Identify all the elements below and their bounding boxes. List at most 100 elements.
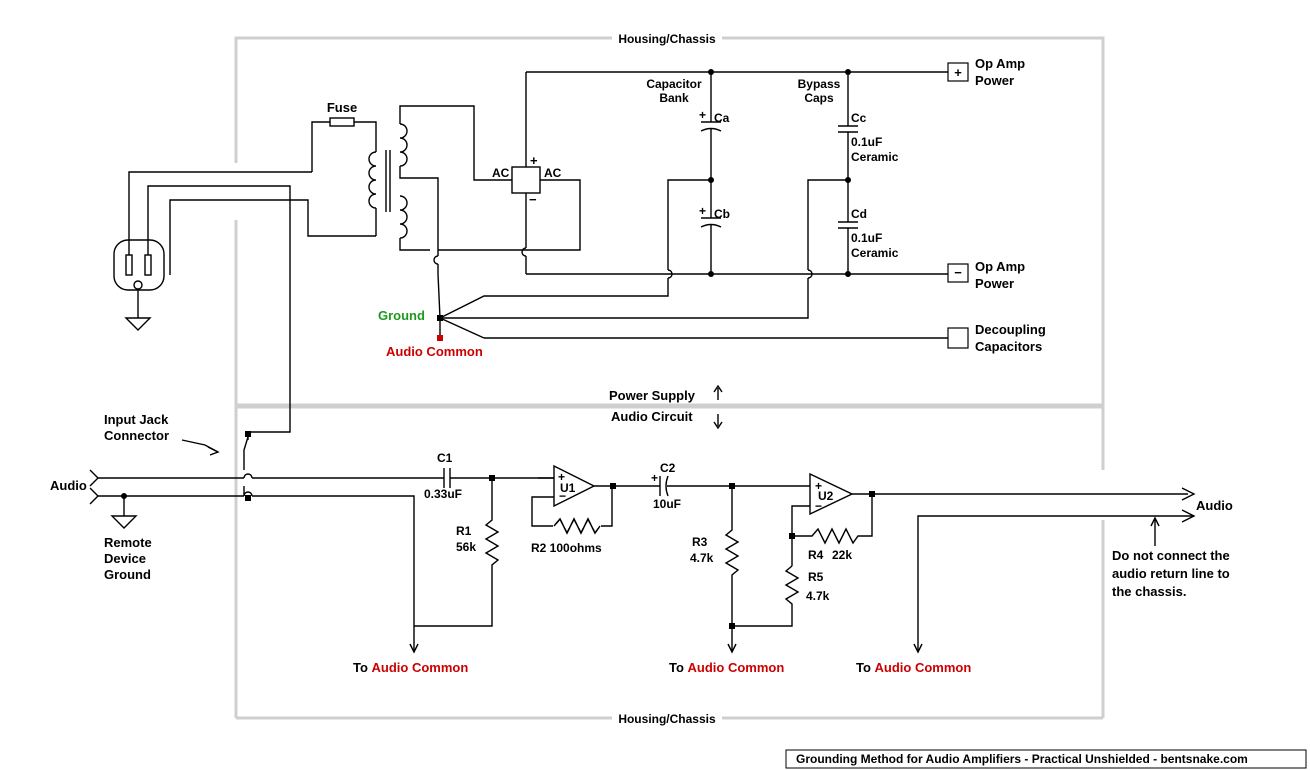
note-arrow-icon (1150, 516, 1160, 546)
transformer-core (385, 150, 391, 212)
cd-label: Cd (851, 207, 867, 221)
ca-plus: + (699, 108, 706, 122)
bypass-caps-label-2: Caps (804, 91, 834, 105)
audio-out-label: Audio (1196, 498, 1233, 513)
ac-left-label: AC (492, 166, 510, 180)
note-line-2: audio return line to (1112, 566, 1230, 581)
bridge-minus: − (529, 192, 537, 207)
r5-value: 4.7k (806, 589, 830, 603)
caption-text: Grounding Method for Audio Amplifiers - … (796, 752, 1248, 766)
c2-value: 10uF (653, 497, 681, 511)
housing-outline (234, 36, 1105, 720)
op-amp-u1 (531, 464, 660, 527)
to-prefix-3: To (856, 660, 875, 675)
remote-ground-symbol (110, 496, 138, 529)
up-arrow-icon (713, 384, 723, 400)
capacitor-bank-label-2: Bank (659, 91, 689, 105)
u2-label: U2 (818, 489, 834, 503)
input-jack-arrow-icon (181, 439, 220, 456)
cb-label: Cb (714, 207, 730, 221)
audio-common-node (437, 335, 443, 341)
to-audio-common-3: To Audio Common (856, 660, 971, 675)
to-prefix-1: To (353, 660, 372, 675)
audio-common-label: Audio Common (386, 344, 483, 359)
cc-label: Cc (851, 111, 867, 125)
to-audio-common-2: To Audio Common (669, 660, 784, 675)
capacitor-ca (700, 72, 722, 180)
audio-in-connector (89, 469, 99, 505)
audio-circuit-label: Audio Circuit (611, 409, 693, 424)
cb-plus: + (699, 204, 706, 218)
to-prefix-2: To (669, 660, 688, 675)
u1-label: U1 (560, 481, 576, 495)
resistor-r4 (792, 494, 873, 545)
c2-label: C2 (660, 461, 676, 475)
op-amp-neg-sign: − (954, 265, 962, 280)
r1-value: 56k (456, 540, 476, 554)
op-amp-neg-label-1: Op Amp (975, 259, 1025, 274)
capacitor-cc (838, 72, 858, 180)
to-common-2: Audio Common (688, 660, 785, 675)
note-line-3: the chassis. (1112, 584, 1186, 599)
to-audio-common-1: To Audio Common (353, 660, 468, 675)
c1-label: C1 (437, 451, 453, 465)
capacitor-c2 (659, 475, 810, 497)
r2-label: R2 100ohms (531, 541, 602, 555)
input-jack-label-1: Input Jack (104, 412, 169, 427)
bridge-plus: + (530, 153, 538, 168)
remote-label-2: Device (104, 551, 146, 566)
op-amp-pos-label-1: Op Amp (975, 56, 1025, 71)
cd-value-1: 0.1uF (851, 231, 882, 245)
op-amp-u2 (791, 472, 1188, 566)
cc-value-1: 0.1uF (851, 135, 882, 149)
ac-right-label: AC (544, 166, 562, 180)
op-amp-power-pos: + (947, 62, 969, 82)
fuse-label: Fuse (327, 100, 357, 115)
u2-minus: − (815, 499, 822, 513)
op-amp-pos-label-2: Power (975, 73, 1014, 88)
transformer-secondary (399, 105, 512, 256)
bridge-rectifier (438, 72, 581, 274)
audio-out-connector (1181, 487, 1196, 523)
audio-in-label: Audio (50, 478, 87, 493)
capacitor-cb (700, 180, 722, 274)
cd-value-2: Ceramic (851, 246, 899, 260)
down-arrow-icon-2 (727, 626, 737, 654)
resistor-r1 (414, 478, 500, 627)
outlet-earth-symbol (124, 289, 152, 331)
fuse-symbol (329, 117, 355, 127)
housing-top-label: Housing/Chassis (618, 32, 716, 46)
to-common-1: Audio Common (372, 660, 469, 675)
power-supply-label: Power Supply (609, 388, 696, 403)
ca-label: Ca (714, 111, 730, 125)
remote-label-3: Ground (104, 567, 151, 582)
remote-label-1: Remote (104, 535, 152, 550)
r4-value: 22k (832, 548, 852, 562)
note-line-1: Do not connect the (1112, 548, 1230, 563)
decoupling-label-2: Capacitors (975, 339, 1042, 354)
transformer-primary (368, 151, 377, 236)
down-arrow-icon-3 (913, 643, 923, 654)
u1-plus: + (558, 470, 565, 484)
cc-value-2: Ceramic (851, 150, 899, 164)
u1-minus: − (559, 489, 566, 503)
resistor-r5 (732, 565, 800, 627)
down-arrow-icon (713, 414, 723, 430)
to-common-3: Audio Common (875, 660, 972, 675)
op-amp-power-neg: − (947, 263, 969, 283)
capacitor-cd (838, 180, 858, 274)
c2-plus: + (651, 471, 658, 485)
r3-value: 4.7k (690, 551, 714, 565)
capacitor-bank-label-1: Capacitor (646, 77, 702, 91)
ground-star-node (437, 315, 443, 321)
power-outlet (113, 239, 165, 291)
r4-label: R4 (808, 548, 824, 562)
op-amp-neg-label-2: Power (975, 276, 1014, 291)
decoupling-box (947, 327, 969, 349)
r5-label: R5 (808, 570, 824, 584)
housing-bottom-label: Housing/Chassis (618, 712, 716, 726)
caption-box (785, 749, 1307, 769)
u2-plus: + (815, 479, 822, 493)
r1-label: R1 (456, 524, 472, 538)
